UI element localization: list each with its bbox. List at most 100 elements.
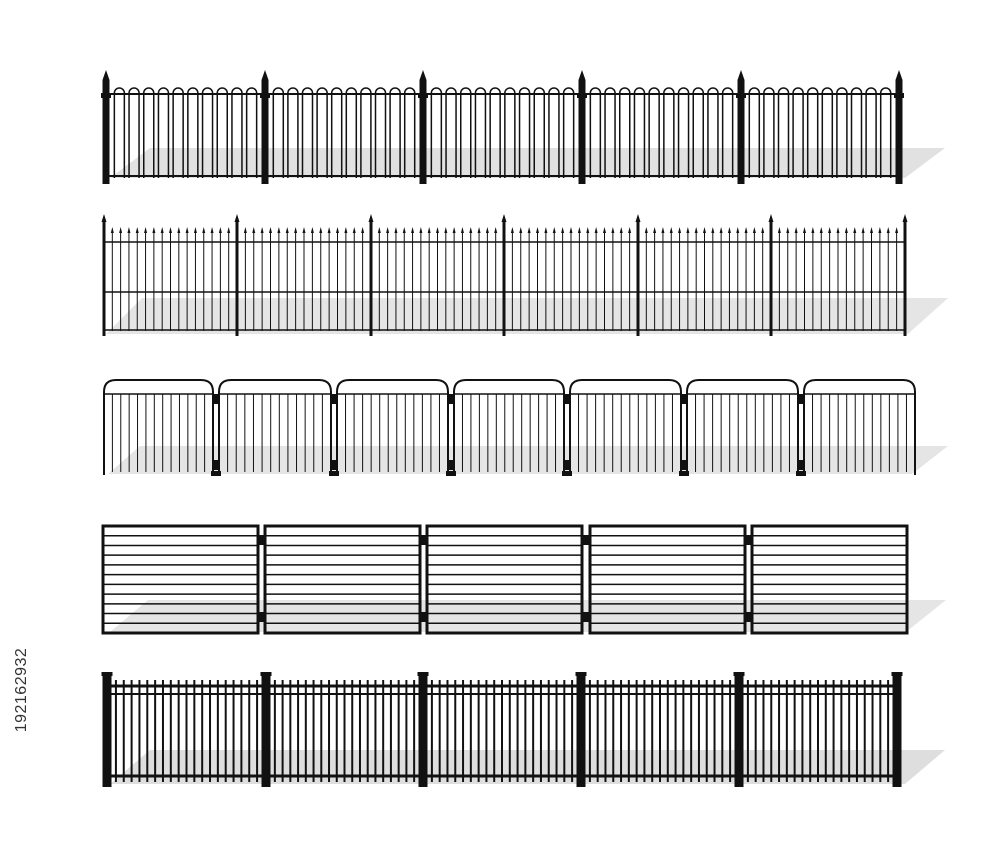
hoop-bar <box>113 87 126 178</box>
spear-tip <box>302 227 306 233</box>
spear-tip <box>344 227 348 233</box>
panel-clamp <box>582 612 590 622</box>
panel-clamp <box>212 460 220 470</box>
spear-tip <box>628 227 632 233</box>
hoop-bar <box>721 87 734 178</box>
panel-clamp <box>797 394 805 404</box>
post-spear <box>234 214 240 222</box>
horizontal-bar-fence <box>101 524 946 635</box>
spear-tip <box>544 227 548 233</box>
spear-tip <box>119 227 123 233</box>
spear-tip <box>477 227 481 233</box>
post-cap <box>891 672 903 676</box>
spear-tip <box>794 227 798 233</box>
hoop-bar <box>231 87 243 178</box>
post-cap <box>575 672 587 676</box>
hoop-bar <box>604 87 616 178</box>
stock-id-text: 192162932 <box>13 647 30 733</box>
spear-tip <box>152 227 156 233</box>
spear-tip <box>895 227 899 233</box>
fence-post <box>261 674 271 787</box>
panel-clamp <box>330 394 338 404</box>
post-cap <box>101 672 113 676</box>
hoop-bar <box>865 87 877 178</box>
fence-post <box>636 222 640 336</box>
spear-tip <box>460 227 464 233</box>
spear-tip <box>703 227 706 233</box>
hoop-bar <box>619 87 631 178</box>
panel-clamp <box>447 460 455 470</box>
hoop-bar <box>187 87 199 178</box>
hoop-bar <box>850 87 863 178</box>
fence-shadow <box>110 148 945 178</box>
post-finial <box>578 70 586 80</box>
post-collar <box>260 93 270 98</box>
panel-clamp <box>582 535 590 545</box>
hoop-bar <box>374 87 387 178</box>
spear-tip <box>761 227 765 233</box>
spear-tip <box>285 227 289 233</box>
spear-tip <box>411 227 415 233</box>
spear-tip <box>803 227 806 233</box>
post-finial <box>895 70 903 80</box>
spear-tip <box>786 227 790 233</box>
hoop-bar <box>518 87 531 178</box>
spear-tip <box>561 227 565 233</box>
fence-post <box>769 222 773 336</box>
spear-tip <box>252 227 256 233</box>
fence-shadow <box>110 750 945 784</box>
hoop-bar <box>272 87 285 178</box>
panel-foot <box>562 471 572 476</box>
hoop-bar <box>806 87 819 178</box>
spear-tip <box>202 227 206 233</box>
spear-tip <box>686 227 690 233</box>
spear-tip <box>177 227 181 233</box>
panel-clamp <box>257 535 266 545</box>
spear-tip <box>577 227 581 233</box>
fence-post <box>734 674 744 787</box>
hoop-bar <box>589 87 602 178</box>
post-collar <box>736 93 746 98</box>
hoop-bar <box>245 87 258 178</box>
post-finial <box>419 70 427 80</box>
panel-clamp <box>680 460 688 470</box>
spear-tip <box>419 227 423 233</box>
spear-tip <box>719 227 723 233</box>
spear-tip <box>402 227 406 233</box>
spear-tip <box>777 227 781 233</box>
spear-tip <box>444 227 448 233</box>
panel-clamp <box>797 460 805 470</box>
panel-clamp <box>257 612 266 622</box>
spear-tip <box>878 227 882 233</box>
spear-tip <box>510 227 514 233</box>
hoop-bar <box>533 87 545 178</box>
fence-post <box>261 80 269 184</box>
panel-foot <box>211 471 221 476</box>
spear-tip <box>327 227 331 233</box>
spear-tip <box>644 227 648 233</box>
spear-tip <box>711 227 715 233</box>
spear-tip <box>277 227 281 233</box>
hoop-bar <box>707 87 719 178</box>
hoop-bar <box>172 87 184 178</box>
panel-clamp <box>563 460 571 470</box>
hoop-bar <box>460 87 472 178</box>
hoop-bar <box>792 87 804 178</box>
panel-frame <box>101 524 260 635</box>
panel-frame <box>750 524 909 635</box>
hoop-bar <box>777 87 790 178</box>
spear-tip <box>527 227 531 233</box>
fence-post <box>502 222 506 336</box>
post-spear <box>101 214 107 222</box>
hoop-bar <box>633 87 646 178</box>
panel-frame <box>686 379 799 475</box>
hoop-bar <box>430 87 443 178</box>
hoop-top-fence <box>101 70 945 184</box>
spear-tip <box>452 227 456 233</box>
panel-clamp <box>447 394 455 404</box>
post-collar <box>577 93 587 98</box>
spear-tip <box>377 227 381 233</box>
spear-tip <box>736 227 740 233</box>
hoop-bar <box>663 87 675 178</box>
hoop-bar <box>692 87 704 178</box>
